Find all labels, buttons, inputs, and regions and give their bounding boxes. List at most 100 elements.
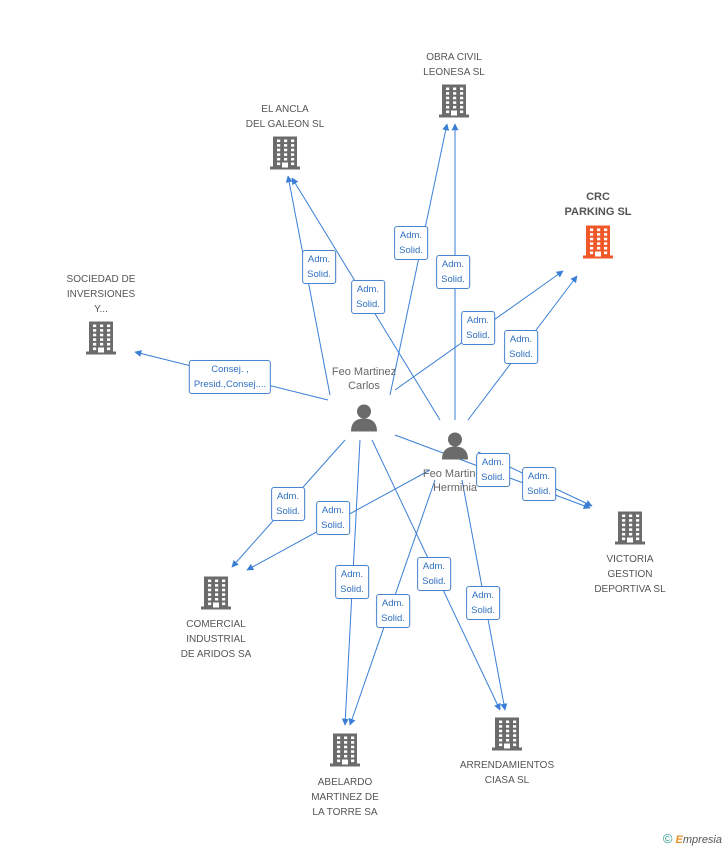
company-name-line: PARKING SL (564, 206, 632, 218)
company-node-obra[interactable] (438, 83, 470, 124)
role-label[interactable]: Adm. Solid. (316, 501, 350, 535)
company-name-ancla[interactable]: EL ANCLA DEL GALEON SL (246, 102, 325, 132)
company-name-line: EL ANCLA (261, 104, 309, 115)
role-label-line: Adm. (276, 491, 300, 502)
role-label-line: Adm. (527, 471, 551, 482)
person-name-line: Carlos (348, 380, 380, 392)
role-label-line: Adm. (422, 561, 446, 572)
person-node-herminia[interactable] (440, 431, 470, 466)
role-label[interactable]: Adm. Solid. (376, 594, 410, 628)
company-node-ancla[interactable] (269, 135, 301, 176)
company-node-comercial[interactable] (200, 575, 232, 616)
company-name-line: ABELARDO (317, 777, 373, 788)
role-label-line: Solid. (307, 269, 331, 280)
company-name-line: INVERSIONES (66, 289, 136, 300)
role-label-line: Solid. (356, 299, 380, 310)
role-label-line: Solid. (481, 472, 505, 483)
role-label-line: Solid. (381, 613, 405, 624)
company-name-line: OBRA CIVIL (426, 52, 482, 63)
company-name-arrendamientos[interactable]: ARRENDAMIENTOS CIASA SL (460, 758, 554, 788)
person-icon (442, 432, 468, 460)
role-label[interactable]: Adm. Solid. (351, 280, 385, 314)
company-name-line: CIASA SL (484, 775, 530, 786)
role-label-line: Solid. (399, 245, 423, 256)
role-label-line: Solid. (321, 520, 345, 531)
role-label-line: Adm. (356, 284, 380, 295)
company-name-line: COMERCIAL (186, 619, 246, 630)
role-label-line: Adm. (441, 259, 465, 270)
company-name-line: CRC (586, 191, 610, 203)
company-name-line: LEONESA SL (423, 67, 485, 78)
role-label[interactable]: Adm. Solid. (302, 250, 336, 284)
brand-logo: Empresia (675, 834, 722, 846)
role-label-line: Solid. (527, 486, 551, 497)
role-label-line: Adm. (307, 254, 331, 265)
role-label[interactable]: Adm. Solid. (417, 557, 451, 591)
role-label-line: Solid. (509, 349, 533, 360)
building-icon (439, 84, 469, 118)
person-node-carlos[interactable] (349, 403, 379, 438)
role-label-line: Adm. (381, 598, 405, 609)
person-icon (351, 404, 377, 432)
role-label[interactable]: Adm. Solid. (394, 226, 428, 260)
company-name-line: SOCIEDAD DE (66, 274, 136, 285)
role-label-line: Solid. (276, 506, 300, 517)
role-label[interactable]: Consej. , Presid.,Consej.... (188, 360, 272, 394)
company-name-line: INDUSTRIAL (186, 634, 246, 645)
role-label[interactable]: Adm. Solid. (436, 255, 470, 289)
role-label-line: Presid.,Consej.... (193, 379, 267, 390)
company-name-line: DE ARIDOS SA (180, 649, 252, 660)
role-label[interactable]: Adm. Solid. (504, 330, 538, 364)
role-label-line: Solid. (441, 274, 465, 285)
role-label[interactable]: Adm. Solid. (335, 565, 369, 599)
role-label-line: Adm. (321, 505, 345, 516)
building-icon (583, 225, 613, 259)
building-icon (492, 717, 522, 751)
company-name-line: Y... (94, 304, 108, 315)
building-icon (615, 511, 645, 545)
role-label-line: Solid. (471, 605, 495, 616)
company-node-crc[interactable] (582, 224, 614, 265)
role-label-line: Adm. (481, 457, 505, 468)
company-name-crc[interactable]: CRC PARKING SL (564, 190, 631, 220)
person-name-line: Feo Martinez (422, 468, 488, 480)
building-icon (86, 321, 116, 355)
copyright-symbol: © (662, 831, 673, 846)
company-name-comercial[interactable]: COMERCIAL INDUSTRIAL DE ARIDOS SA (181, 617, 252, 662)
company-name-line: GESTION (607, 569, 653, 580)
person-name-line: Herminia (432, 482, 478, 494)
role-label-line: Consej. , (211, 364, 249, 375)
role-label[interactable]: Adm. Solid. (466, 586, 500, 620)
company-name-sociedad[interactable]: SOCIEDAD DE INVERSIONES Y... (67, 272, 136, 317)
company-node-sociedad[interactable] (85, 320, 117, 361)
company-name-victoria[interactable]: VICTORIA GESTION DEPORTIVA SL (594, 552, 665, 597)
role-label[interactable]: Adm. Solid. (476, 453, 510, 487)
company-name-line: VICTORIA (606, 554, 654, 565)
company-node-victoria[interactable] (614, 510, 646, 551)
role-label-line: Solid. (466, 330, 490, 341)
company-node-arrendamientos[interactable] (491, 716, 523, 757)
role-label-line: Adm. (399, 230, 423, 241)
person-name-line: Feo Martinez (331, 366, 397, 378)
role-label-line: Solid. (340, 584, 364, 595)
relationship-edge (285, 175, 331, 396)
role-label[interactable]: Adm.Solid. (461, 311, 495, 345)
role-label[interactable]: Adm. Solid. (522, 467, 556, 501)
role-label-line: Adm. (509, 334, 533, 345)
building-icon (330, 733, 360, 767)
company-name-line: DEPORTIVA SL (594, 584, 666, 595)
role-label[interactable]: Adm. Solid. (271, 487, 305, 521)
company-name-obra[interactable]: OBRA CIVIL LEONESA SL (423, 50, 485, 80)
company-name-line: MARTINEZ DE (311, 792, 379, 803)
company-name-line: DEL GALEON SL (245, 119, 325, 130)
company-node-abelardo[interactable] (329, 732, 361, 773)
role-label-line: Solid. (422, 576, 446, 587)
role-label-line: Adm. (340, 569, 364, 580)
company-name-line: ARRENDAMIENTOS (459, 760, 555, 771)
building-icon (270, 136, 300, 170)
role-label-line: Adm. (471, 590, 495, 601)
